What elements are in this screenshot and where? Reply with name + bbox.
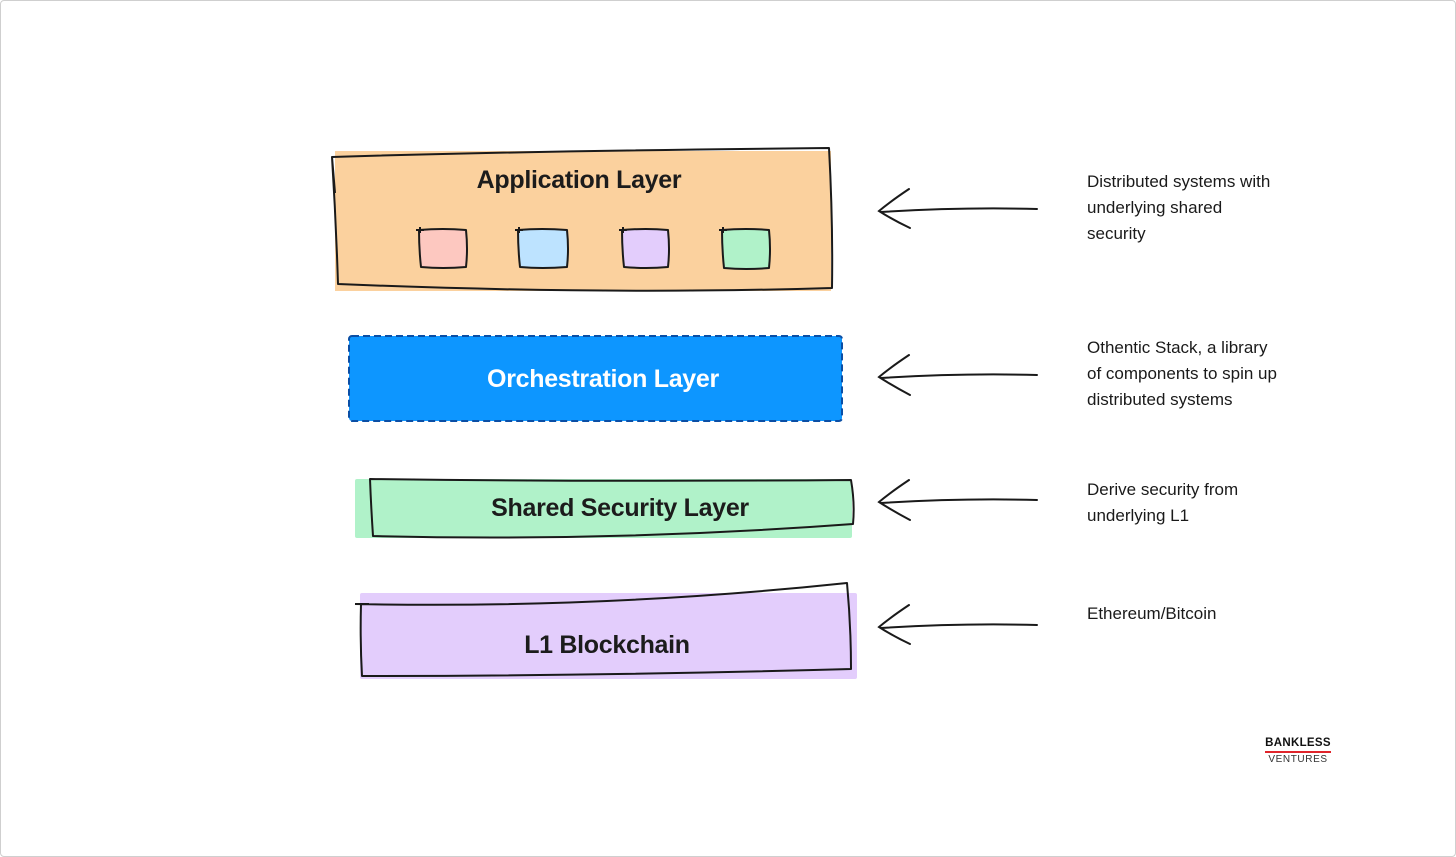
note-orchestration: Othentic Stack, a library of components … — [1087, 335, 1317, 413]
logo-top-text: BANKLESS — [1265, 737, 1331, 749]
note-security: Derive security from underlying L1 — [1087, 477, 1317, 529]
note-line: Distributed systems with — [1087, 172, 1271, 191]
note-line: Derive security from — [1087, 480, 1239, 499]
note-line: distributed systems — [1087, 390, 1233, 409]
app-block-red — [416, 227, 468, 269]
shared-security-layer-box — [355, 478, 855, 539]
app-block-purple — [619, 227, 670, 269]
arrow-orchestration — [877, 354, 1038, 396]
app-block-green — [719, 227, 771, 270]
shared-security-layer-title: Shared Security Layer — [491, 494, 749, 522]
logo-bottom-text: VENTURES — [1268, 754, 1328, 765]
bankless-ventures-logo: BANKLESS VENTURES — [1265, 737, 1331, 766]
application-layer-title: Application Layer — [476, 166, 682, 194]
arrow-blockchain — [877, 604, 1038, 645]
app-block-blue — [515, 227, 569, 269]
l1-blockchain-layer-title: L1 Blockchain — [524, 631, 690, 659]
note-line: underlying shared — [1087, 198, 1223, 217]
orchestration-layer-title: Orchestration Layer — [487, 365, 719, 393]
arrow-security — [877, 479, 1038, 521]
note-blockchain: Ethereum/Bitcoin — [1087, 601, 1317, 627]
note-line: Ethereum/Bitcoin — [1087, 604, 1217, 623]
note-line: security — [1087, 224, 1146, 243]
logo-accent-line — [1265, 751, 1331, 753]
note-line: underlying L1 — [1087, 506, 1190, 525]
note-line: of components to spin up — [1087, 364, 1277, 383]
note-line: Othentic Stack, a library — [1087, 338, 1268, 357]
arrow-application — [877, 188, 1038, 229]
l1-blockchain-layer-box — [354, 582, 857, 679]
orchestration-layer-box — [348, 335, 843, 422]
note-application: Distributed systems with underlying shar… — [1087, 169, 1317, 247]
